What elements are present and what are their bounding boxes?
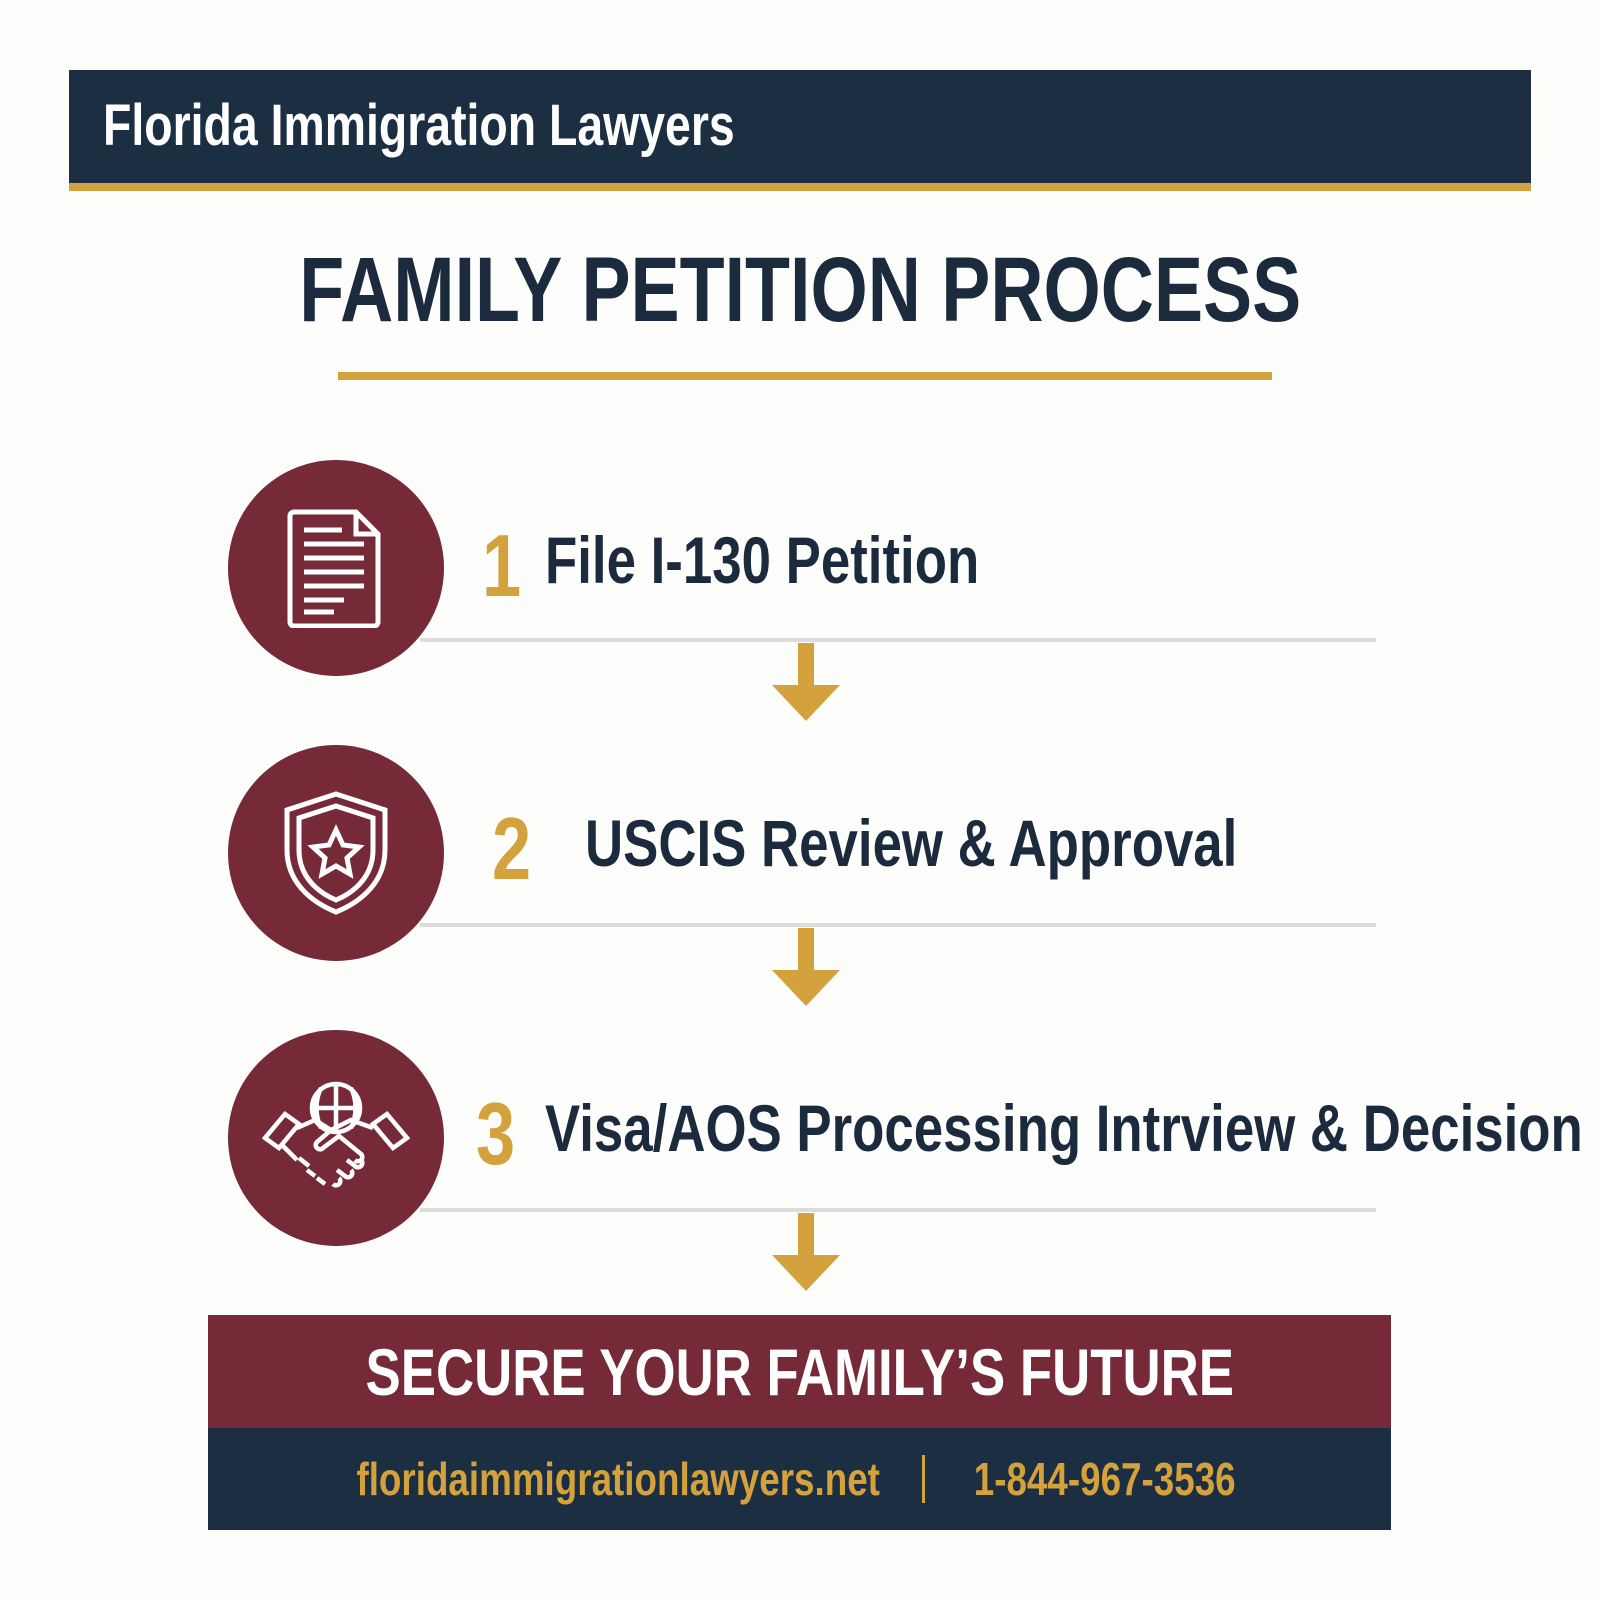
website-link[interactable]: floridaimmigrationlawyers.net	[356, 1453, 881, 1505]
document-icon	[287, 509, 381, 628]
step-3-label: Visa/AOS Processing Intrview & Decision	[545, 1091, 1583, 1165]
shield-star-icon	[284, 791, 388, 915]
step-2-label: USCIS Review & Approval	[585, 806, 1238, 880]
step-separator	[420, 1208, 1376, 1212]
title-underline	[338, 372, 1272, 380]
step-1-number: 1	[482, 516, 522, 615]
page-title: FAMILY PETITION PROCESS	[299, 239, 1301, 341]
contact-bar: floridaimmigrationlawyers.net 1-844-967-…	[208, 1428, 1391, 1530]
phone-number[interactable]: 1-844-967-3536	[973, 1453, 1236, 1505]
arrow-down-icon	[772, 1213, 840, 1291]
cta-headline: SECURE YOUR FAMILY’S FUTURE	[365, 1334, 1234, 1409]
step-2-number: 2	[492, 799, 532, 898]
step-separator	[420, 638, 1376, 642]
header-gold-line	[69, 183, 1531, 191]
step-separator	[420, 923, 1376, 927]
cta-banner: SECURE YOUR FAMILY’S FUTURE	[208, 1315, 1391, 1428]
arrow-down-icon	[772, 643, 840, 721]
globe-handshake-icon	[261, 1081, 411, 1188]
arrow-down-icon	[772, 928, 840, 1006]
step-1-badge	[228, 460, 444, 676]
step-2-badge	[228, 745, 444, 961]
step-3-number: 3	[476, 1084, 516, 1183]
brand-name: Florida Immigration Lawyers	[103, 93, 735, 158]
header-bar	[69, 70, 1531, 183]
step-1-label: File I-130 Petition	[545, 523, 980, 597]
step-3-badge	[228, 1030, 444, 1246]
contact-divider	[921, 1455, 925, 1503]
